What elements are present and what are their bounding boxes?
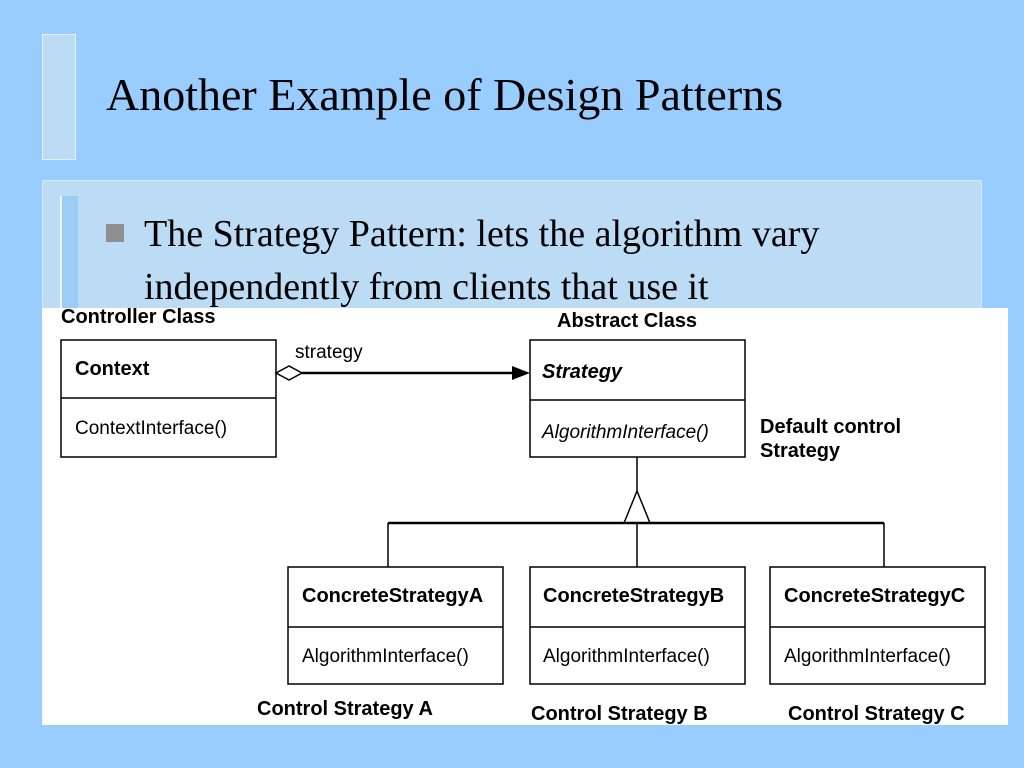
uml-diagram-svg: Context ContextInterface() strategy Stra…	[60, 339, 986, 685]
label-control-strategy-b: Control Strategy B	[531, 703, 708, 725]
class-concrete-strategy-c: ConcreteStrategyC AlgorithmInterface()	[769, 566, 986, 685]
class-strategy-operation: AlgorithmInterface()	[541, 422, 709, 443]
class-concrete-strategy-b: ConcreteStrategyB AlgorithmInterface()	[529, 566, 746, 685]
class-concrete-b-operation: AlgorithmInterface()	[543, 646, 710, 667]
uml-diagram: Context ContextInterface() strategy Stra…	[42, 308, 1008, 725]
slide-title: Another Example of Design Patterns	[106, 69, 784, 120]
class-concrete-c-name: ConcreteStrategyC	[784, 585, 965, 607]
label-abstract-class: Abstract Class	[557, 310, 698, 332]
association-strategy: strategy	[274, 342, 530, 381]
class-strategy: Strategy AlgorithmInterface()	[529, 339, 746, 458]
bullet-square-icon	[106, 224, 124, 242]
class-context: Context ContextInterface()	[60, 339, 277, 458]
label-control-strategy-c: Control Strategy C	[788, 703, 965, 725]
aggregation-diamond-icon	[274, 365, 304, 381]
class-concrete-strategy-a: ConcreteStrategyA AlgorithmInterface()	[287, 566, 504, 685]
inheritance-triangle-icon	[622, 489, 652, 524]
navigation-arrow-icon	[512, 366, 530, 380]
inheritance-connector	[387, 457, 885, 567]
class-context-name: Context	[75, 358, 150, 380]
class-context-operation: ContextInterface()	[75, 418, 227, 439]
label-default-control-strategy: Default control Strategy	[760, 416, 902, 462]
class-strategy-name: Strategy	[542, 361, 623, 383]
label-controller-class: Controller Class	[61, 306, 216, 328]
bullet-text: The Strategy Pattern: lets the algorithm…	[144, 213, 820, 308]
content-panel	[42, 180, 982, 310]
class-concrete-c-operation: AlgorithmInterface()	[784, 646, 951, 667]
association-label: strategy	[295, 342, 363, 363]
class-concrete-a-name: ConcreteStrategyA	[302, 585, 483, 607]
class-concrete-a-operation: AlgorithmInterface()	[302, 646, 469, 667]
label-control-strategy-a: Control Strategy A	[257, 698, 433, 720]
class-concrete-b-name: ConcreteStrategyB	[543, 585, 724, 607]
content-accent-bar	[60, 196, 78, 308]
title-accent-bar	[42, 34, 76, 160]
